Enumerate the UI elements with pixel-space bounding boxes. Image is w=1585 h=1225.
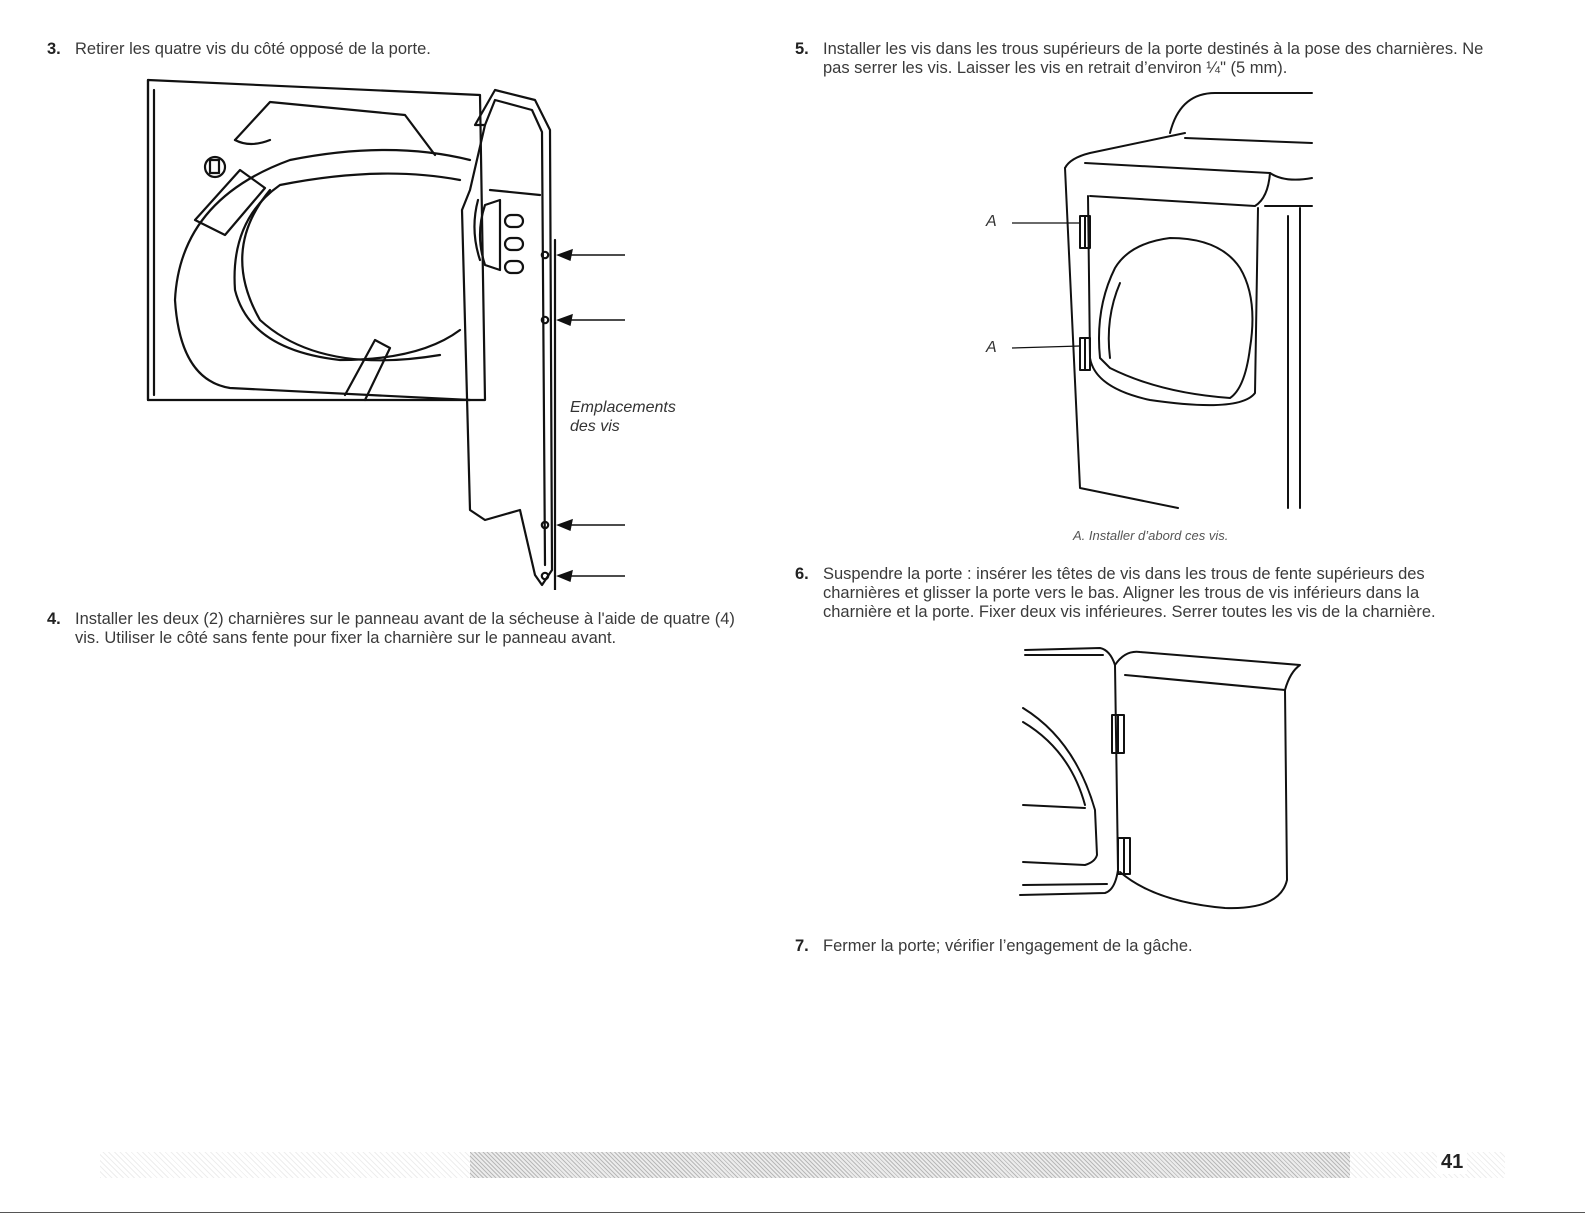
step-number: 3. <box>47 40 61 58</box>
step-text: Retirer les quatre vis du côté opposé de… <box>75 40 431 58</box>
figure-door-screws <box>146 78 625 590</box>
step-number: 4. <box>47 610 61 628</box>
step-number: 6. <box>795 565 809 583</box>
figure-caption: A. Installer d’abord ces vis. <box>1073 528 1229 543</box>
label-a-top: A <box>986 213 997 230</box>
callout-line-1: Emplacements <box>570 399 676 416</box>
bottom-rule <box>0 1212 1585 1213</box>
figure-door-hung <box>1019 647 1301 910</box>
step-7: 7. Fermer la porte; vérifier l’engagemen… <box>795 937 1475 956</box>
step-4: 4. Installer les deux (2) charnières sur… <box>47 610 747 648</box>
figure-hinges-a <box>1011 92 1313 509</box>
step-number: 7. <box>795 937 809 955</box>
step-5: 5. Installer les vis dans les trous supé… <box>795 40 1510 78</box>
step-number: 5. <box>795 40 809 58</box>
screw-locations-callout: Emplacements des vis <box>570 398 676 436</box>
step-text: Installer les vis dans les trous supérie… <box>823 40 1484 77</box>
footer-band-right <box>1350 1152 1505 1178</box>
step-text: Installer les deux (2) charnières sur le… <box>75 610 735 647</box>
footer-band <box>470 1152 1350 1178</box>
callout-line-2: des vis <box>570 418 620 435</box>
step-6: 6. Suspendre la porte : insérer les tête… <box>795 565 1475 622</box>
step-text: Fermer la porte; vérifier l’engagement d… <box>823 937 1193 955</box>
footer-band-left <box>100 1152 470 1178</box>
step-3: 3. Retirer les quatre vis du côté opposé… <box>47 40 747 59</box>
page-number: 41 <box>1437 1151 1468 1174</box>
label-a-bottom: A <box>986 339 997 356</box>
step-text: Suspendre la porte : insérer les têtes d… <box>823 565 1436 621</box>
